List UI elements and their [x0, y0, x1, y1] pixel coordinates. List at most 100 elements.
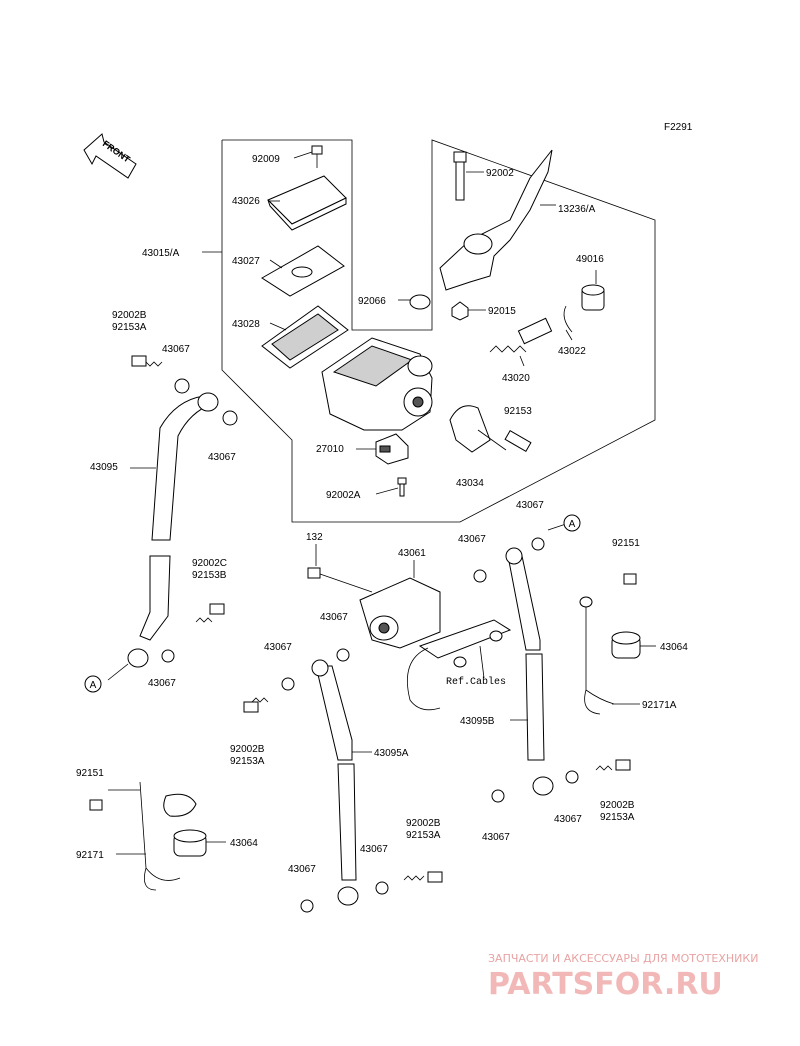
callout: 43034 [456, 478, 484, 489]
callout: 43095 [90, 462, 118, 473]
callout: 43027 [232, 256, 260, 267]
callout: 92153 [504, 406, 532, 417]
callout: 27010 [316, 444, 344, 455]
washer [161, 649, 175, 663]
banjo-fitting [127, 648, 149, 668]
callout: 92153B [192, 570, 227, 581]
washer [531, 537, 545, 551]
hose-clamp-right [584, 602, 615, 715]
clip-bolt-right [623, 573, 637, 585]
callout: 92151 [76, 768, 104, 779]
leader [565, 329, 573, 341]
callout: 43095A [374, 748, 409, 759]
reservoir-cap-side [267, 197, 347, 231]
callout: 43026 [232, 196, 260, 207]
banjo-fitting [197, 392, 219, 412]
callout: 92002B [600, 800, 635, 811]
washer [281, 677, 295, 691]
front-arrow-icon: FRONT [83, 133, 137, 179]
callout: 43061 [398, 548, 426, 559]
banjo-bolt-right-lower [595, 759, 631, 771]
hose-clamp-left [139, 781, 181, 891]
reservoir-cap-screw [311, 145, 323, 168]
hose-clamp-loop [163, 793, 197, 817]
banjo-fitting [505, 547, 523, 565]
callout: 43067 [264, 642, 292, 653]
ref-cables-note: Ref.Cables [446, 676, 506, 688]
callout: 43028 [232, 319, 260, 330]
grommet-left [173, 829, 207, 857]
banjo-bolt-center [243, 697, 269, 713]
banjo-bolt-left-mid [195, 603, 225, 623]
svg-text:A: A [569, 519, 576, 530]
master-cylinder-body [321, 337, 433, 431]
cable-bracket [407, 619, 512, 711]
leader [479, 645, 485, 679]
circlip [563, 305, 573, 333]
clip-bolt-left [89, 799, 103, 811]
figure-code: F2291 [664, 122, 693, 133]
callout: 43015/A [142, 248, 180, 259]
marker-a-top: A [563, 514, 581, 532]
brake-hose-left-lower [139, 555, 171, 641]
callout: 43064 [660, 642, 688, 653]
assembly-frame-outline [221, 139, 656, 523]
brake-hose-center-lower [337, 763, 357, 881]
callout: 92009 [252, 154, 280, 165]
clamp-holder [449, 405, 491, 453]
cap-plate-hole [291, 266, 313, 278]
callout: 92015 [488, 306, 516, 317]
callout: 43067 [320, 612, 348, 623]
svg-text:A: A [90, 680, 97, 691]
joint-block [359, 577, 441, 649]
washer [491, 789, 505, 803]
callout: 43095B [460, 716, 495, 727]
callout: 92002B [230, 744, 265, 755]
callout: 92171A [642, 700, 677, 711]
callout: 132 [306, 532, 323, 543]
leader [375, 487, 399, 495]
callout: 43067 [148, 678, 176, 689]
watermark: ЗАПЧАСТИ И АКСЕССУАРЫ ДЛЯ МОТОТЕХНИКИ PA… [488, 952, 758, 1002]
banjo-bolt-left-top [131, 355, 163, 367]
callout: 92002B [406, 818, 441, 829]
banjo-bolt-center-lower [403, 871, 443, 883]
callout: 92002 [486, 168, 514, 179]
washer [336, 648, 350, 662]
callout: 92153A [230, 756, 265, 767]
callout: 43067 [554, 814, 582, 825]
leader [477, 429, 507, 451]
switch-screw [397, 477, 407, 497]
washer [222, 410, 238, 426]
callout: 13236/A [558, 204, 596, 215]
callout: 92002C [192, 558, 227, 569]
leader [293, 151, 313, 159]
dust-boot [581, 284, 605, 311]
washer [473, 569, 487, 583]
callout: 92171 [76, 850, 104, 861]
callout: 92066 [358, 296, 386, 307]
marker-a-left: A [84, 675, 102, 693]
callout: 43022 [558, 346, 586, 357]
watermark-tagline: ЗАПЧАСТИ И АКСЕССУАРЫ ДЛЯ МОТОТЕХНИКИ [488, 952, 758, 965]
leader [547, 523, 567, 531]
callout: 43067 [208, 452, 236, 463]
callout: 92002A [326, 490, 361, 501]
callout: 43067 [516, 500, 544, 511]
callout: 43067 [482, 832, 510, 843]
callout: 43064 [230, 838, 258, 849]
callout: 92002B [112, 310, 147, 321]
leader [269, 259, 283, 269]
leader [107, 663, 129, 681]
brake-hose-right [507, 555, 541, 651]
diaphragm-inner [271, 313, 339, 361]
callout: 43067 [162, 344, 190, 355]
washer [174, 378, 190, 394]
callout: 43067 [360, 844, 388, 855]
grommet-right [611, 631, 641, 659]
brake-lever [439, 149, 553, 291]
banjo-fitting [337, 886, 359, 906]
washer [375, 881, 389, 895]
piston-assembly [489, 317, 553, 353]
